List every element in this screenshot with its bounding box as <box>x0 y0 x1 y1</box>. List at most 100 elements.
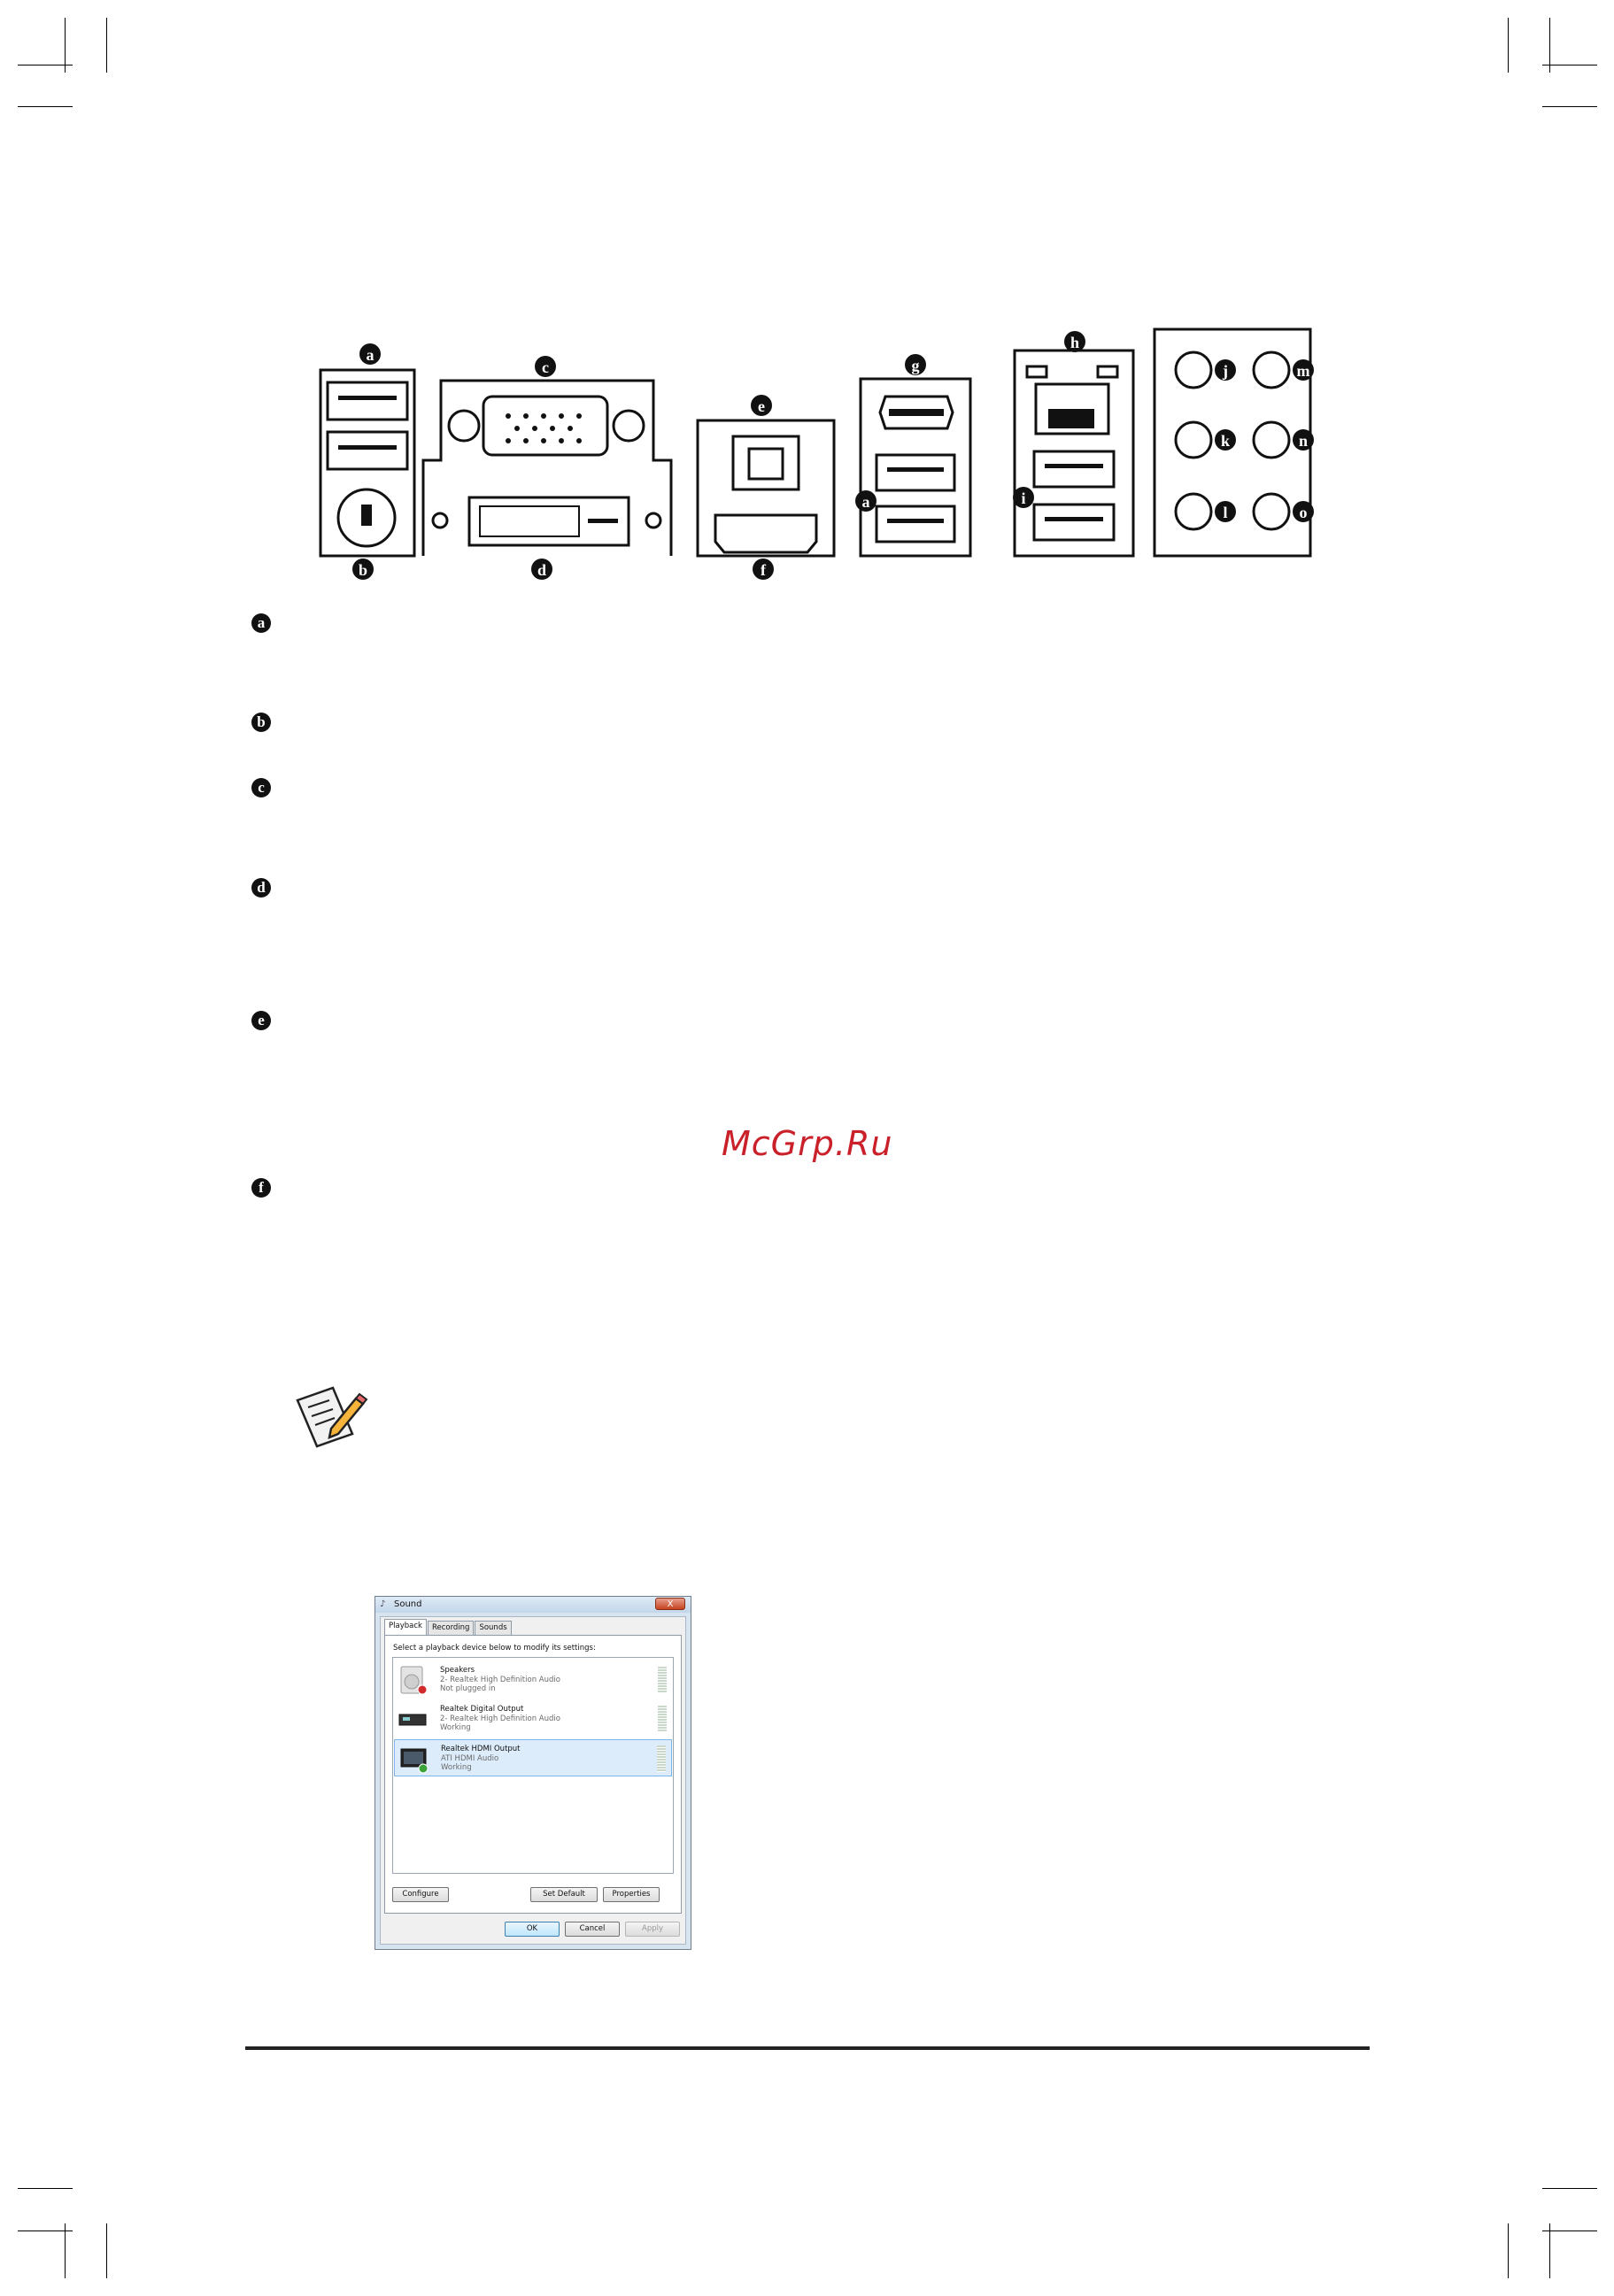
close-button[interactable]: X <box>655 1598 685 1610</box>
device-status: Not plugged in <box>440 1684 496 1693</box>
audio-jack-l <box>1174 492 1213 531</box>
vga-dvi-block <box>421 379 673 556</box>
speaker-icon: ♪ <box>380 1599 386 1609</box>
side-letter-c: c <box>251 778 271 797</box>
device-speakers[interactable]: Speakers 2- Realtek High Definition Audi… <box>394 1661 672 1699</box>
badge-o: o <box>1300 504 1308 521</box>
badge-m: m <box>1297 362 1310 380</box>
device-driver: ATI HDMI Audio <box>441 1753 499 1763</box>
dvi-screw-left <box>431 512 449 529</box>
note-pencil-icon <box>296 1386 368 1448</box>
dialog-title: Sound <box>394 1599 422 1609</box>
badge-j: j <box>1222 362 1228 380</box>
level-meter <box>658 1667 667 1693</box>
ps2-port <box>336 488 397 548</box>
crop-mark-tl-v2 <box>106 18 107 73</box>
crop-mark-bl-h <box>18 2188 73 2189</box>
badge-g: g <box>912 357 920 374</box>
badge-k: k <box>1221 432 1230 450</box>
device-driver: 2- Realtek High Definition Audio <box>440 1714 560 1723</box>
device-name: Realtek HDMI Output <box>441 1745 521 1753</box>
level-meter <box>657 1745 666 1772</box>
lan-led-left <box>1025 365 1048 379</box>
ok-button[interactable]: OK <box>505 1922 560 1937</box>
device-name: Realtek Digital Output <box>440 1705 524 1714</box>
badge-l: l <box>1223 504 1227 521</box>
lan-led-right <box>1096 365 1119 379</box>
tab-recording[interactable]: Recording <box>427 1621 475 1635</box>
device-driver: 2- Realtek High Definition Audio <box>440 1675 560 1684</box>
device-digital-output[interactable]: Realtek Digital Output 2- Realtek High D… <box>394 1700 672 1737</box>
sound-dialog: ♪ Sound X Playback Recording Sounds Sele… <box>375 1596 691 1950</box>
usb-port-1 <box>326 381 409 421</box>
crop-mark-tr-h <box>1542 106 1597 107</box>
badge-c: c <box>542 358 549 376</box>
badge-a-left: a <box>367 346 375 364</box>
usb-port-3 <box>875 453 956 492</box>
audio-jack-m <box>1252 351 1291 389</box>
badge-n: n <box>1299 432 1308 450</box>
device-status: Working <box>441 1763 472 1772</box>
crop-mark-br-v2 <box>1549 2223 1550 2278</box>
dvi-port <box>467 496 630 547</box>
instruction-text: Select a playback device below to modify… <box>393 1644 596 1653</box>
configure-button[interactable]: Configure <box>392 1887 449 1902</box>
audio-jack-n <box>1252 420 1291 459</box>
playback-page: Select a playback device below to modify… <box>384 1635 682 1914</box>
crop-mark-bl-v2 <box>106 2223 107 2278</box>
apply-button[interactable]: Apply <box>625 1922 680 1937</box>
crop-mark-tl-v <box>65 18 66 73</box>
set-default-button[interactable]: Set Default <box>530 1887 598 1902</box>
usb-port-6 <box>1032 503 1116 542</box>
back-panel-diagram: a b c d e f g h i a j k l m n o <box>319 327 1314 580</box>
audio-jack-j <box>1174 351 1213 389</box>
badge-b: b <box>359 561 367 579</box>
tab-strip: Playback Recording Sounds <box>384 1619 513 1635</box>
panel-badges: a b c d e f g h i a j k l m n o <box>352 331 1314 580</box>
tab-sounds[interactable]: Sounds <box>475 1621 512 1635</box>
usb-port-2 <box>326 430 409 471</box>
badge-i: i <box>1021 489 1025 507</box>
hdmi-port <box>714 513 818 554</box>
usb-port-5 <box>1032 450 1116 489</box>
badge-e: e <box>758 397 765 415</box>
badge-d: d <box>537 561 546 579</box>
badge-h: h <box>1070 334 1079 351</box>
badge-f: f <box>761 561 767 579</box>
level-meter <box>658 1706 667 1732</box>
dialog-client: Playback Recording Sounds Select a playb… <box>380 1616 686 1945</box>
cancel-button[interactable]: Cancel <box>565 1922 620 1937</box>
vga-port <box>482 395 609 457</box>
dvi-screw-right <box>645 512 662 529</box>
footer-rule <box>245 2046 1370 2050</box>
usb-ps2-block <box>319 368 416 558</box>
properties-button[interactable]: Properties <box>603 1887 660 1902</box>
ieee-usb-block <box>859 377 972 558</box>
title-bar: ♪ Sound X <box>375 1597 691 1613</box>
optical-hdmi-block <box>696 419 836 558</box>
watermark: McGrp.Ru <box>722 1124 893 1163</box>
lan-usb-block <box>1013 349 1135 558</box>
speaker-device-icon <box>400 1666 428 1695</box>
side-letter-d: d <box>251 878 271 898</box>
device-hdmi-output[interactable]: Realtek HDMI Output ATI HDMI Audio Worki… <box>394 1739 672 1776</box>
crop-mark-bl-v <box>65 2223 66 2278</box>
device-name: Speakers <box>440 1666 475 1675</box>
vga-screw-left <box>447 409 481 443</box>
hdmi-output-icon <box>400 1748 429 1774</box>
side-letter-e: e <box>251 1011 271 1030</box>
badge-a-mid: a <box>862 493 870 511</box>
crop-mark-br-v <box>1508 2223 1509 2278</box>
audio-jack-o <box>1252 492 1291 531</box>
device-status: Working <box>440 1723 471 1732</box>
ieee1394-port <box>878 395 954 430</box>
vga-screw-right <box>612 409 645 443</box>
crop-mark-br-h <box>1542 2188 1597 2189</box>
tab-playback[interactable]: Playback <box>384 1619 427 1635</box>
lan-port <box>1034 382 1110 435</box>
digital-output-icon <box>398 1714 427 1726</box>
device-list[interactable]: Speakers 2- Realtek High Definition Audi… <box>392 1657 674 1874</box>
side-letter-a: a <box>251 613 271 633</box>
crop-mark-tl-h <box>18 106 73 107</box>
crop-mark-tr-v2 <box>1549 18 1550 73</box>
